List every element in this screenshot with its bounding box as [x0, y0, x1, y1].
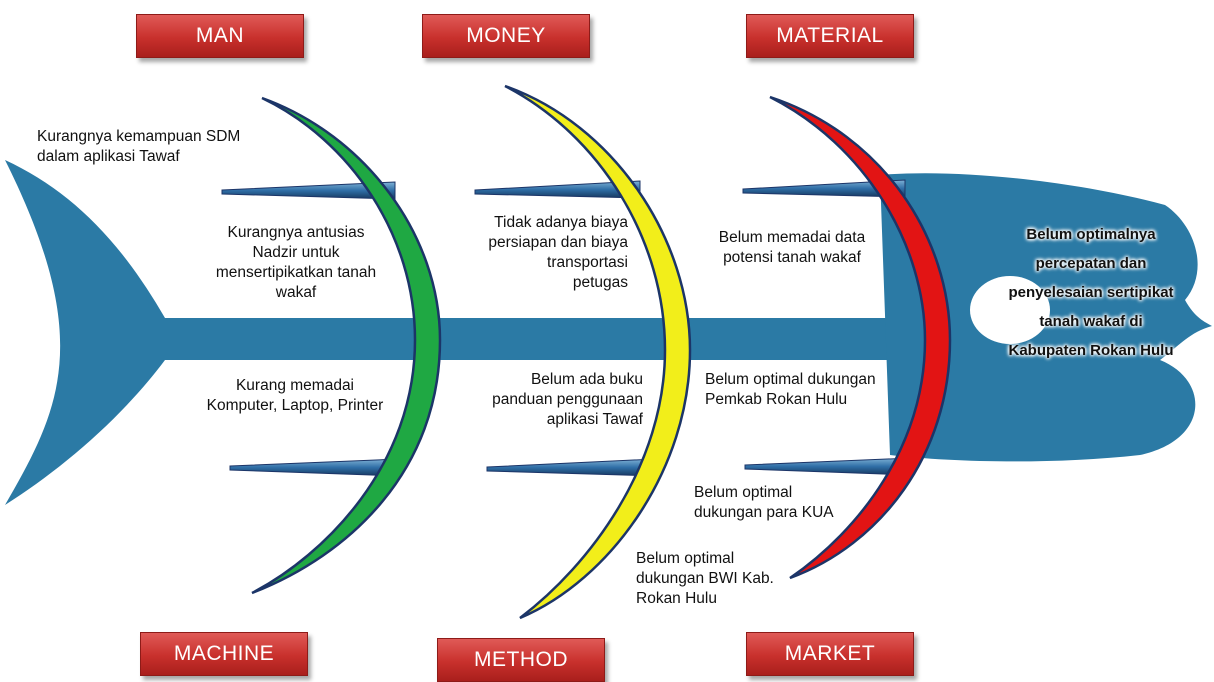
category-label: MACHINE	[173, 642, 275, 665]
cause-market-2: Belum optimal dukungan para KUA	[694, 484, 834, 521]
rib-yellow	[504, 84, 692, 620]
category-label: METHOD	[474, 648, 568, 671]
cause-material-1: Belum memadai data potensi tanah wakaf	[718, 229, 866, 266]
category-machine: MACHINE	[140, 632, 308, 676]
category-label: MATERIAL	[776, 24, 884, 47]
rib-red	[769, 95, 952, 580]
fish-spine	[160, 318, 900, 360]
cause-method-1: Belum ada buku panduan penggunaan aplika…	[492, 371, 643, 428]
category-label: MARKET	[784, 642, 876, 665]
fish-tail	[5, 160, 165, 505]
cause-market-1: Belum optimal dukungan Pemkab Rokan Hulu	[705, 371, 876, 408]
cause-money-1: Tidak adanya biaya persiapan dan biaya t…	[488, 214, 628, 291]
fish-bone	[486, 458, 656, 477]
cause-machine-1: Kurang memadai Komputer, Laptop, Printer	[206, 377, 384, 414]
category-money: MONEY	[422, 14, 590, 58]
category-material: MATERIAL	[746, 14, 914, 58]
category-man: MAN	[136, 14, 304, 58]
category-label: MONEY	[466, 24, 546, 47]
category-market: MARKET	[746, 632, 914, 676]
fish-bone	[744, 457, 913, 476]
category-label: MAN	[195, 24, 245, 47]
fish-eye	[970, 276, 1050, 344]
rib-green	[251, 96, 442, 595]
cause-man-1: Kurangnya kemampuan SDM dalam aplikasi T…	[37, 128, 241, 165]
fish-bone	[229, 458, 401, 477]
cause-man-2: Kurangnya antusias Nadzir untuk menserti…	[215, 224, 377, 301]
category-method: METHOD	[437, 638, 605, 682]
effect-problem-statement: Belum optimalnya percepatan dan penyeles…	[1008, 226, 1174, 359]
cause-method-2: Belum optimal dukungan BWI Kab. Rokan Hu…	[636, 550, 774, 607]
